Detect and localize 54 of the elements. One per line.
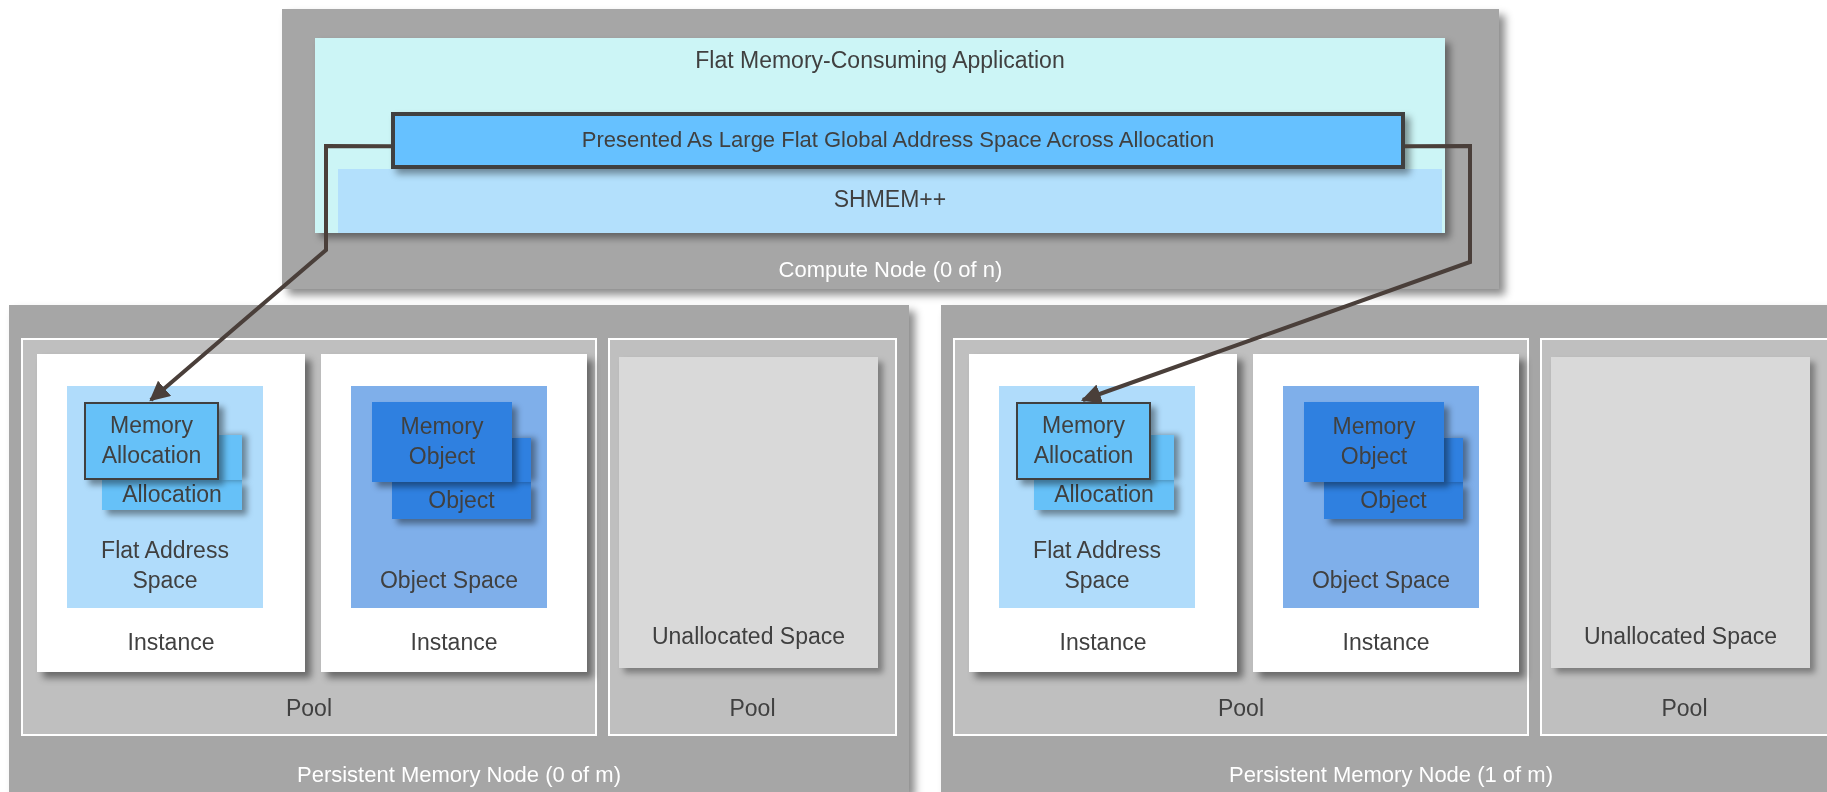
node-label: Flat Memory-Consuming Application: [694, 46, 1066, 75]
node-label: Flat Address Space: [100, 536, 230, 596]
pool-panel: [953, 338, 1529, 736]
node-label: SHMEM++: [832, 185, 948, 215]
object-space-box: [351, 386, 547, 608]
object-card: [372, 402, 512, 482]
allocation-card: [1016, 402, 1151, 480]
address-space-bar: [391, 112, 1405, 169]
compute-node-panel: [282, 9, 1499, 289]
node-label: Memory Object: [399, 412, 485, 471]
memory-node-panel: [941, 305, 1827, 792]
node-label: Object Space: [1310, 566, 1452, 596]
node-label: Compute Node (0 of n): [777, 256, 1004, 285]
instance-card: [321, 354, 587, 672]
node-label: Memory Object: [1331, 412, 1417, 471]
memory-node-panel: [9, 305, 909, 792]
pool-panel: [1540, 338, 1827, 736]
address-space-box: [999, 386, 1195, 608]
node-label: Pool: [728, 694, 777, 724]
object-space-box: [1283, 386, 1479, 608]
node-label: Presented As Large Flat Global Address Space Across Allocation: [580, 126, 1216, 155]
address-space-box: [67, 386, 263, 608]
node-label: Instance: [1341, 628, 1431, 658]
node-label: Memory Allocation: [100, 411, 203, 470]
node-label: Persistent Memory Node (1 of m): [1228, 761, 1554, 790]
node-label: Unallocated Space: [1582, 622, 1779, 652]
allocation-card: [84, 402, 219, 480]
node-label: Unallocated Space: [650, 622, 847, 652]
node-label: Instance: [409, 628, 499, 658]
instance-card: [969, 354, 1237, 672]
node-label: Instance: [1058, 628, 1148, 658]
pool-panel: [608, 338, 897, 736]
pool-panel: [21, 338, 597, 736]
node-label: Memory Allocation: [1032, 411, 1135, 470]
object-card: [1304, 402, 1444, 482]
instance-card: [1253, 354, 1519, 672]
arrow: [149, 144, 391, 402]
arrow: [1080, 144, 1472, 404]
node-label: Object: [427, 485, 496, 515]
node-label: Object Space: [378, 566, 520, 596]
node-label: Allocation: [121, 480, 223, 510]
node-label: Persistent Memory Node (0 of m): [296, 761, 622, 790]
unallocated-box: [619, 357, 878, 668]
node-label: Object: [1359, 485, 1428, 515]
library-layer-box: [338, 169, 1442, 233]
unallocated-box: [1551, 357, 1810, 668]
node-label: Pool: [284, 694, 333, 724]
application-panel: [315, 38, 1445, 233]
node-label: Allocation: [1053, 480, 1155, 510]
node-label: Pool: [1660, 694, 1709, 724]
node-label: Flat Address Space: [1032, 536, 1162, 596]
instance-card: [37, 354, 305, 672]
node-label: Pool: [1216, 694, 1265, 724]
node-label: Instance: [126, 628, 216, 658]
